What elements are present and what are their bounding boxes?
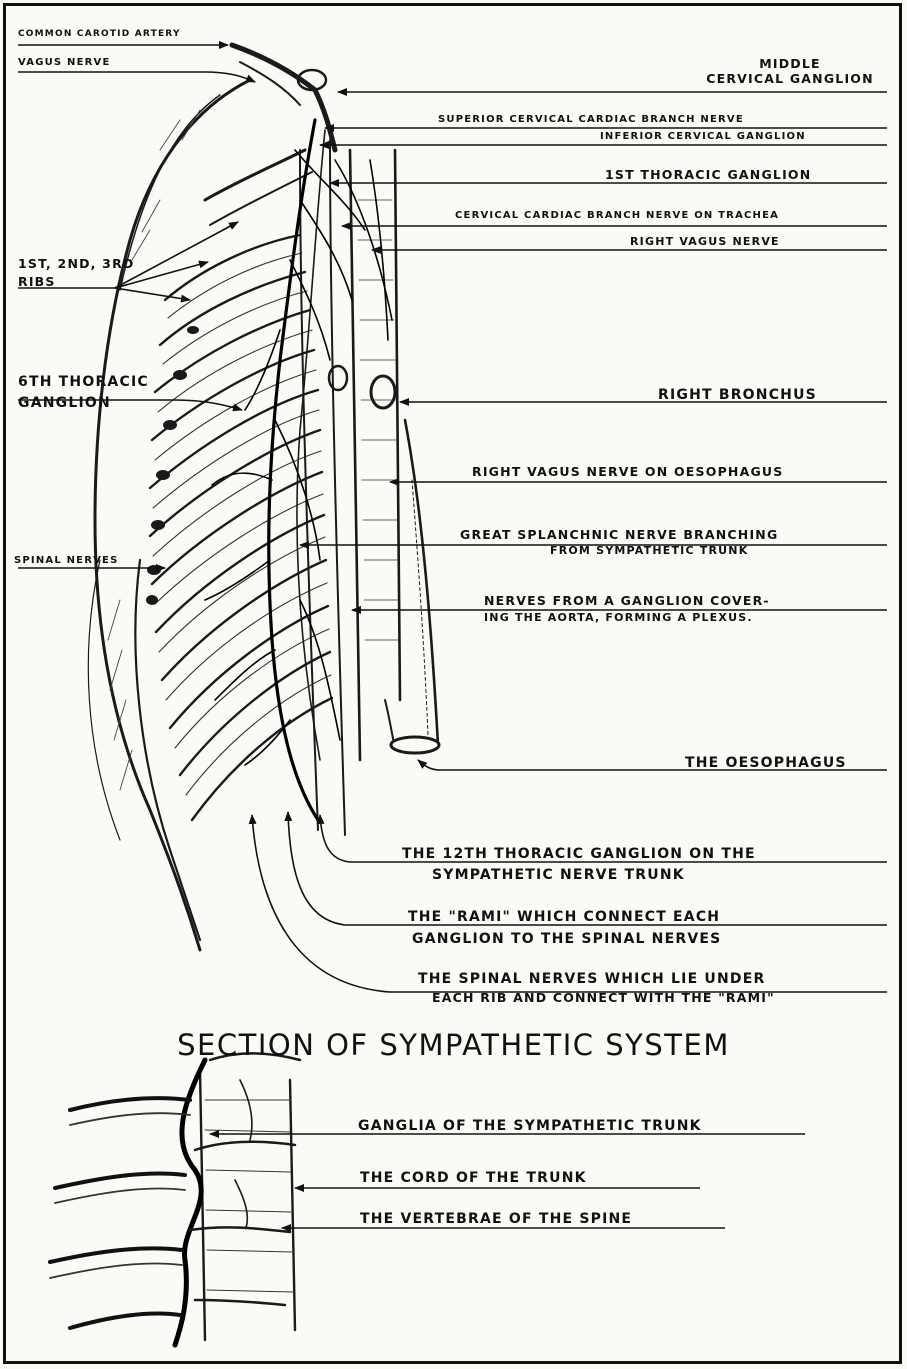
chest-wall-drawing	[88, 45, 439, 950]
label-sixth-thoracic-2: GANGLION	[18, 396, 111, 410]
label-splanchnic-2: FROM SYMPATHETIC TRUNK	[550, 545, 748, 556]
label-right-bronchus: RIGHT BRONCHUS	[658, 388, 817, 402]
label-middle-cervical-2: CERVICAL GANGLION	[690, 73, 890, 86]
label-ribs-1: 1ST, 2ND, 3RD	[18, 258, 134, 271]
label-oesophagus: THE OESOPHAGUS	[685, 756, 847, 770]
label-common-carotid: COMMON CAROTID ARTERY	[18, 30, 181, 39]
label-superior-cardiac: SUPERIOR CERVICAL CARDIAC BRANCH NERVE	[438, 115, 744, 125]
label-rami-2: GANGLION TO THE SPINAL NERVES	[412, 932, 721, 946]
section-title: SECTION OF SYMPATHETIC SYSTEM	[0, 1028, 907, 1062]
label-ribs-2: RIBS	[18, 276, 56, 289]
section-drawing	[50, 1053, 300, 1345]
label-spinal-nerves: SPINAL NERVES	[14, 556, 119, 566]
label-sixth-thoracic-1: 6TH THORACIC	[18, 375, 149, 389]
label-aorta-1: NERVES FROM A GANGLION COVER-	[484, 595, 770, 608]
label-spinal-under-1: THE SPINAL NERVES WHICH LIE UNDER	[418, 972, 765, 986]
label-splanchnic-1: GREAT SPLANCHNIC NERVE BRANCHING	[460, 529, 778, 542]
label-middle-cervical-1: MIDDLE	[690, 58, 890, 71]
label-twelfth-1: THE 12TH THORACIC GANGLION ON THE	[402, 847, 756, 861]
label-twelfth-2: SYMPATHETIC NERVE TRUNK	[432, 868, 685, 882]
label-right-vagus: RIGHT VAGUS NERVE	[630, 236, 780, 247]
label-rami-1: THE "RAMI" WHICH CONNECT EACH	[408, 910, 720, 924]
label-aorta-2: ING THE AORTA, FORMING A PLEXUS.	[484, 612, 753, 623]
label-ganglia-trunk: GANGLIA OF THE SYMPATHETIC TRUNK	[358, 1119, 702, 1133]
label-vagus-nerve: VAGUS NERVE	[18, 58, 110, 68]
label-cervical-trachea: CERVICAL CARDIAC BRANCH NERVE ON TRACHEA	[455, 211, 779, 221]
label-spinal-under-2: EACH RIB AND CONNECT WITH THE "RAMI"	[432, 992, 775, 1005]
label-cord-trunk: THE CORD OF THE TRUNK	[360, 1171, 587, 1185]
label-inferior-ganglion: INFERIOR CERVICAL GANGLION	[600, 132, 806, 142]
label-vagus-oesophagus: RIGHT VAGUS NERVE ON OESOPHAGUS	[472, 466, 783, 479]
label-vertebrae: THE VERTEBRAE OF THE SPINE	[360, 1212, 632, 1226]
label-first-thoracic: 1ST THORACIC GANGLION	[605, 169, 811, 182]
